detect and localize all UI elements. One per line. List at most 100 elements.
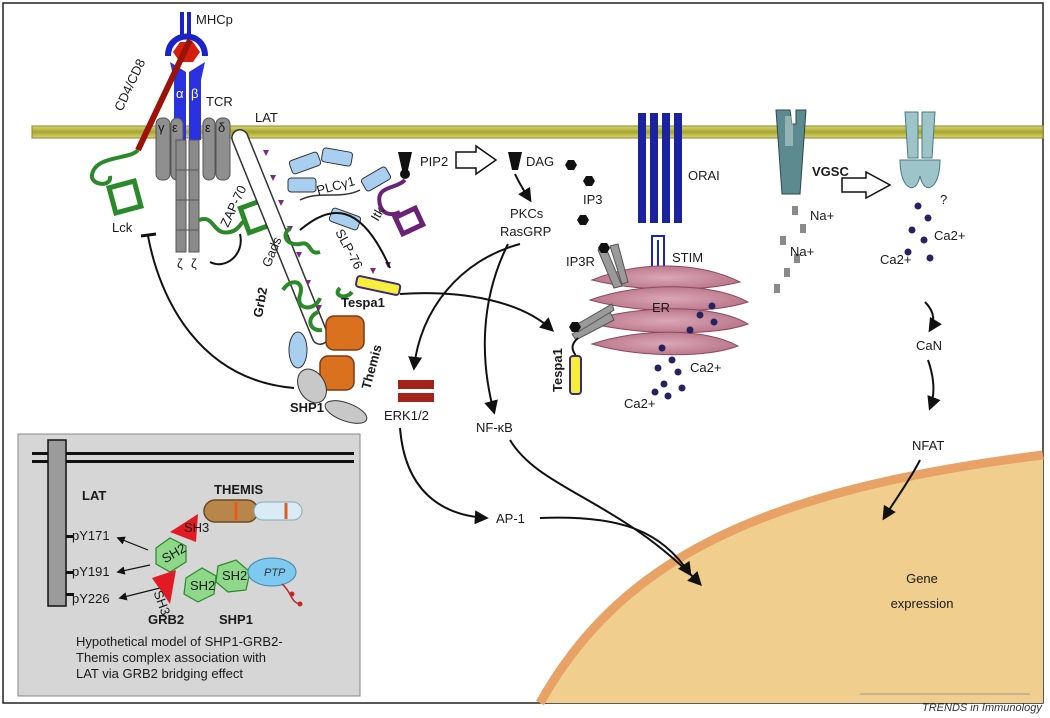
py171-label: pY171 [72,528,110,543]
delta-label: δ [218,120,225,135]
itk-kinase [391,204,427,238]
vgsc-to-channel-arrow [841,170,892,200]
inset-caption-2: Themis complex association with [76,650,266,665]
rasgrp-label: RasGRP [500,224,551,239]
epsilon-right-label: ε [205,120,211,135]
tespa1-protein [354,275,402,296]
can-to-nfat-arrow [927,359,941,411]
ap1-label: AP-1 [496,511,525,526]
inset-lat-bar [47,439,67,607]
orai-label: ORAI [688,168,720,183]
vgsc-channel [775,109,807,195]
ca-to-can-arrow [924,301,942,333]
erk-label: ERK1/2 [384,408,429,423]
can-label: CaN [916,338,942,353]
grb2-label: Grb2 [250,286,270,318]
inset-sh3-bottom [152,570,176,604]
slp76-adaptor [299,212,391,269]
sodium-ions [774,206,806,293]
gads-adaptor [283,226,321,255]
inset-caption-3: LAT via GRB2 bridging effect [76,666,243,681]
lck-kinase [106,178,144,216]
er-label: ER [652,300,670,315]
tcr-label: TCR [206,94,233,109]
question-mark: ? [940,192,947,207]
tespa1-er-protein [569,355,582,395]
themis-domain-2 [319,355,355,391]
inset-sh2-a-label: SH2 [222,568,247,583]
channel-ca-label-2: Ca2+ [880,252,911,267]
lat-label: LAT [255,110,278,125]
er-ca-label-2: Ca2+ [624,396,655,411]
unknown-calcium-channel [899,111,941,188]
ip3-label: IP3 [583,192,603,207]
na-label-2: Na+ [790,244,814,259]
mhc-molecule [165,33,208,57]
inset-grb2-label: GRB2 [148,612,184,627]
gene-label-1: Gene [906,571,938,586]
inset-themis-light [253,501,303,521]
channel-ca-label-1: Ca2+ [934,228,965,243]
inset-panel: LAT pY171 pY191 pY226 THEMIS SH3 SH2 SH3… [17,433,361,697]
orai-channel [638,113,682,223]
nuclear-envelope [536,450,1044,706]
tespa1-to-ip3r-arrow [399,292,555,332]
py191-label: pY191 [72,564,110,579]
stim-label: STIM [672,250,703,265]
nfat-label: NFAT [912,438,944,453]
gene-label-2: expression [891,596,954,611]
inset-themis-label: THEMIS [214,482,263,497]
shp1-inhibition-line [147,235,295,389]
shp1-sh2-1 [288,331,308,369]
inset-caption-1: Hypothetical model of SHP1-GRB2- [76,634,283,649]
epsilon-left-label: ε [172,120,178,135]
na-label-1: Na+ [810,208,834,223]
themis-domain-1 [325,315,365,351]
inset-ptp-label: PTP [264,567,286,579]
tcr-beta-chain [189,62,205,140]
dag-molecule [508,152,522,170]
zeta-right-label: ζ [191,256,197,271]
tespa1-er-label: Tespa1 [550,348,565,392]
erk-kinase [398,380,434,402]
pkc-to-nfkb-arrow [483,243,509,415]
inset-shp1-sh2-a [215,559,251,593]
rasgrp-to-erk-arrow [408,243,521,371]
dag-to-pkc-arrow [514,173,532,203]
shp1-ptp [324,400,368,424]
nucleus [540,455,1043,703]
shp1-label: SHP1 [290,400,324,415]
inset-sh3-top [170,514,198,542]
dag-label: DAG [526,154,554,169]
ip3r-label: IP3R [566,254,595,269]
ip3r-channel [571,243,629,341]
channel-calcium-dots [904,202,934,262]
pkcs-label: PKCs [510,206,544,221]
pip2-to-dag-arrow [455,144,498,176]
gamma-label: γ [158,120,165,135]
inset-lat-label: LAT [82,488,106,503]
nfat-to-gene-arrow [882,459,921,521]
tespa1-label: Tespa1 [341,295,385,310]
mhcp-label: MHCp [196,12,233,27]
py226-label: pY226 [72,591,110,606]
ip3-molecules [565,160,595,225]
lat-signalosome: LAT PLCγ1 Itk SLP-76 Gads Grb [140,110,427,424]
inset-ptp-domain [247,557,297,587]
inset-shp1-sh2-b [183,567,217,603]
cd4-cd8-coreceptor [135,38,193,152]
pip2-molecule [398,152,412,170]
ap1-to-gene-arrow [539,516,692,577]
inset-themis-brown [203,499,259,523]
er-ca-label-1: Ca2+ [690,360,721,375]
nfkb-label: NF-κB [476,420,513,435]
er-calcium-dots [651,302,718,400]
zeta-left-label: ζ [177,256,183,271]
beta-label: β [191,86,198,101]
nfkb-to-gene-arrow [509,439,702,587]
inset-sh3-top-label: SH3 [184,520,209,535]
shp1-sh2-2 [297,368,327,404]
alpha-label: α [176,86,184,101]
